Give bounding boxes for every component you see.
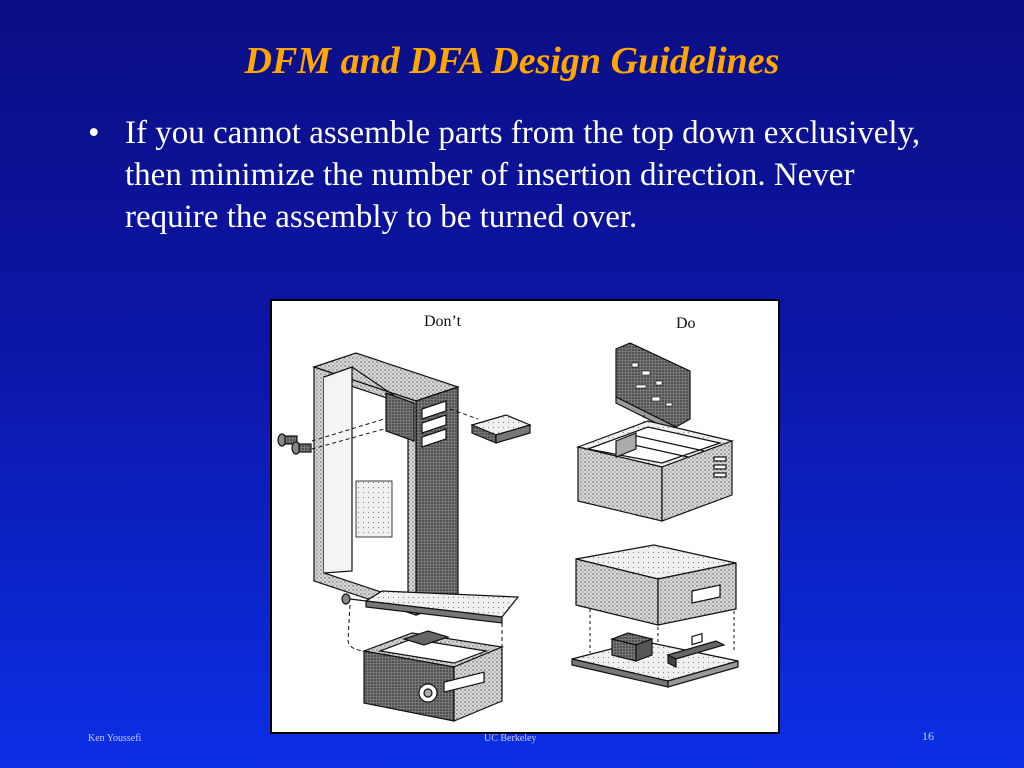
assembly-drawing: [277, 342, 739, 722]
label-do: Do: [676, 315, 696, 332]
label-dont: Don’t: [424, 313, 462, 330]
footer-author: Ken Youssefi: [88, 733, 142, 744]
open-chassis-icon: [575, 420, 735, 522]
bullet-marker: •: [88, 115, 100, 151]
assembly-illustration: Don’t Do: [270, 299, 780, 734]
screw-icon-2: [341, 593, 367, 605]
base-board-icon: [571, 632, 739, 688]
screw-icon: [277, 433, 312, 455]
slide-title: DFM and DFA Design Guidelines: [244, 40, 780, 82]
bullet-text: If you cannot assemble parts from the to…: [125, 115, 921, 235]
tower-case-icon: [312, 352, 460, 616]
lid-icon: [575, 544, 737, 626]
footer-center: UC Berkeley: [484, 733, 537, 744]
drive-icon: [470, 414, 532, 444]
circuit-card-icon: [615, 342, 691, 434]
page-number: 16: [922, 729, 934, 743]
cover-plate-icon: [364, 590, 520, 624]
desktop-case-icon: [361, 630, 505, 722]
